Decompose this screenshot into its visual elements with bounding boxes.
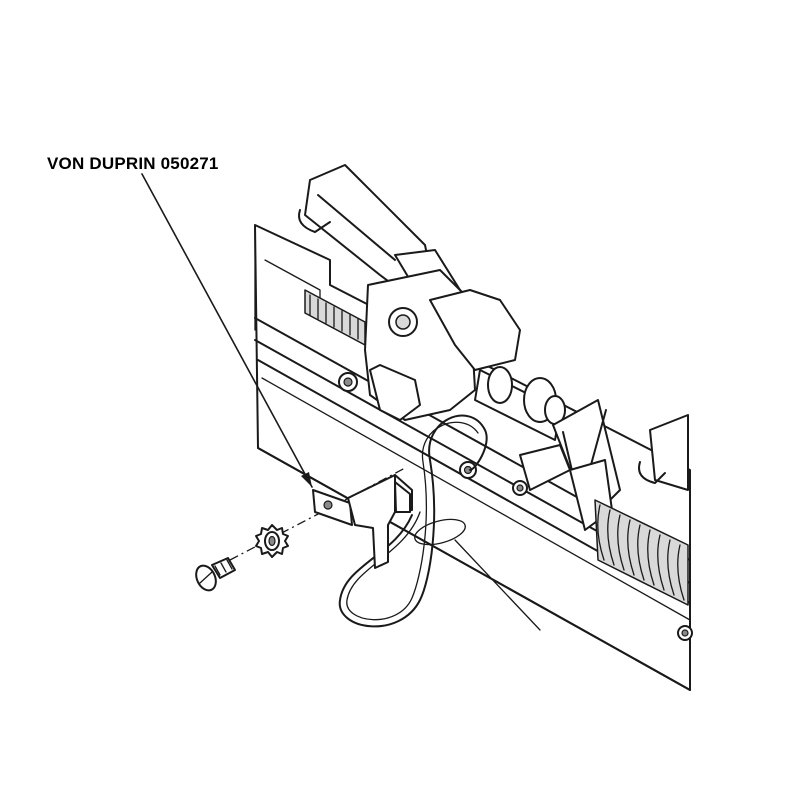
rail-teeth xyxy=(304,289,366,346)
machine-screw[interactable] xyxy=(192,557,236,594)
right-lever xyxy=(638,414,689,491)
lock-washer[interactable] xyxy=(255,524,289,558)
rail-end-screw xyxy=(677,625,693,641)
switch-bracket[interactable] xyxy=(312,474,413,569)
part-number-label: VON DUPRIN 050271 xyxy=(47,154,219,173)
callout-leader xyxy=(141,173,313,488)
switch-wire xyxy=(338,414,488,628)
assembly-axis xyxy=(229,467,406,561)
mounting-hole xyxy=(414,518,541,631)
coil-spring xyxy=(594,499,689,606)
shaft xyxy=(459,366,571,496)
pivot-bracket xyxy=(338,269,521,421)
